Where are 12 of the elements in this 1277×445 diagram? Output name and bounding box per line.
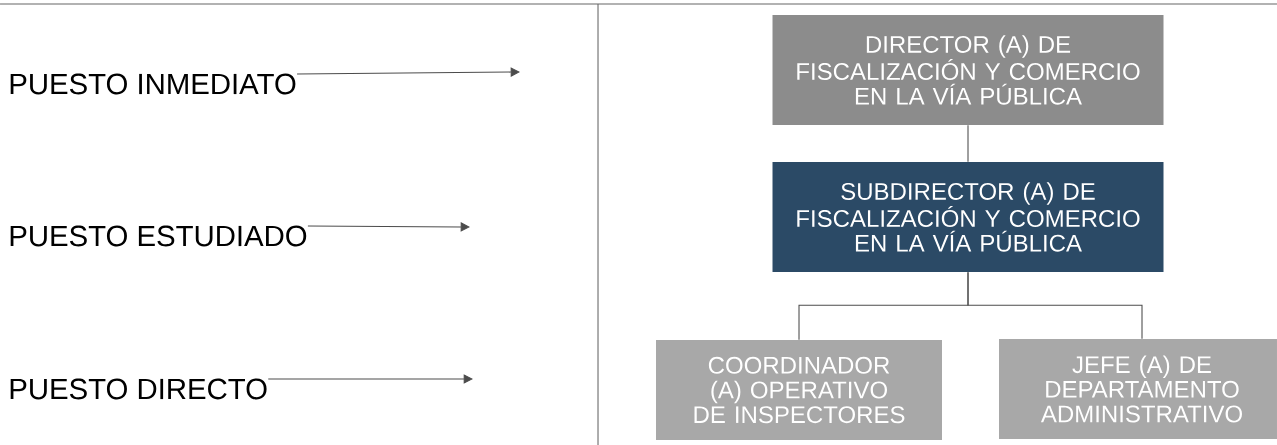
position-label: PUESTO ESTUDIADO (10, 225, 307, 247)
org-chart-box: JEFE (A) DE DEPARTAMENTO ADMINISTRATIVO (999, 339, 1277, 439)
org-chart-box: SUBDIRECTOR (A) DE FISCALIZACIÓN Y COMERCIO EN LA VÍA PÚBLICA (772, 162, 1164, 272)
position-label: PUESTO INMEDIATO (10, 73, 296, 95)
arrow (296, 67, 520, 77)
arrow (267, 374, 473, 384)
connector-line (967, 271, 1143, 340)
org-chart-box: DIRECTOR (A) DE FISCALIZACIÓN Y COMERCIO EN LA VÍA PÚBLICA (772, 15, 1164, 125)
connector-line (967, 124, 969, 163)
arrow (307, 222, 470, 232)
org-chart-box: COORDINADOR (A) OPERATIVO DE INSPECTORES (656, 340, 942, 440)
position-label: PUESTO DIRECTO (10, 378, 267, 400)
